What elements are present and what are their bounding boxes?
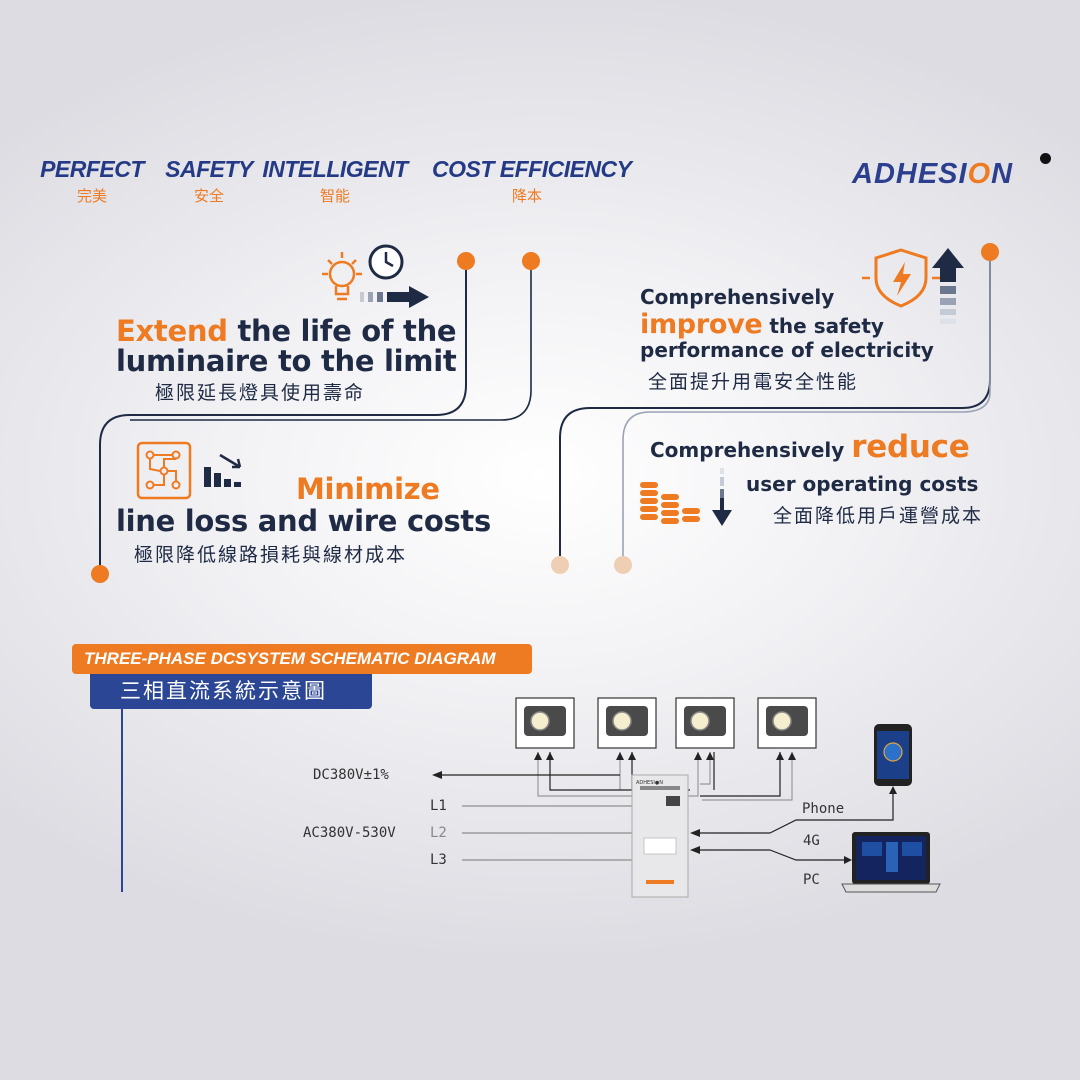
slogan-zh: 降本 [511,187,542,205]
improve-accent: improve [640,309,763,340]
luminaire-icon [515,697,575,749]
reduce-line1: Comprehensively reduce [650,429,970,465]
phase-l2-label: L2 [430,825,447,841]
ac-voltage-label: AC380V-530V [303,825,396,841]
slogan-zh: 完美 [76,187,107,205]
reduce-zh: 全面降低用戶運營成本 [773,505,984,527]
lightbulb-clock-icon [322,244,429,308]
extend-accent: Extend [116,314,228,348]
improve-line1: Comprehensively [640,285,835,309]
extend-line2: luminaire to the limit [116,344,457,378]
phase-l3-label: L3 [430,852,447,868]
slogan-intelligent: INTELLIGENT 智能 [262,156,408,206]
network-4g-label: 4G [803,833,820,849]
dc-voltage-label: DC380V±1% [313,767,389,783]
reduce-line2: user operating costs [746,472,979,496]
logo-part: O [967,158,992,190]
logo-dot [1040,153,1051,164]
improve-line2: improve the safety [640,309,884,340]
phone-icon [874,724,912,786]
laptop-icon [841,832,941,893]
luminaire-icon [597,697,657,749]
slogan-zh: 智能 [319,187,350,205]
phase-l1-label: L1 [430,798,447,814]
diagram-title-en: THREE-PHASE DCSYSTEM SCHEMATIC DIAGRAM [72,644,532,674]
node-dot [457,252,475,270]
slogan-en: COST EFFICIENCY [432,156,632,182]
circuit-board-icon [136,441,242,500]
node-dot [551,556,569,574]
luminaire-icon [757,697,817,749]
shield-lightning-icon [862,248,964,324]
minimize-accent: Minimize [296,472,440,506]
slogan-zh: 安全 [193,187,224,205]
slogan-en: SAFETY [165,156,253,182]
luminaire-icon [675,697,735,749]
improve-line3: performance of electricity [640,338,934,362]
pc-label: PC [803,872,820,888]
slogan-perfect: PERFECT 完美 [40,156,144,206]
diagram-title-zh: 三相直流系統示意圖 [90,674,372,709]
brand-logo: ADHESION [852,158,1013,191]
minimize-line2: line loss and wire costs [116,504,491,538]
node-dot [981,243,999,261]
reduce-prefix: Comprehensively [650,438,852,462]
minimize-zh: 極限降低線路損耗與線材成本 [134,544,408,566]
phone-label: Phone [802,801,845,817]
logo-part: ADHESI [852,158,968,190]
coins-icon [640,468,732,526]
logo-part: N [991,158,1014,190]
slogan-en: PERFECT [40,156,144,182]
cabinet-brand-label: ADHESI●N [636,780,663,786]
slogan-en: INTELLIGENT [262,156,408,182]
improve-rest: the safety [762,314,884,338]
extend-line1: the life of the [227,314,457,348]
improve-zh: 全面提升用電安全性能 [648,371,859,393]
slogan-safety: SAFETY 安全 [165,156,253,206]
extend-zh: 極限延長燈具使用壽命 [155,382,366,404]
node-dot [522,252,540,270]
reduce-accent: reduce [851,429,970,465]
extend-heading: Extend the life of the [116,314,457,348]
node-dot [91,565,109,583]
node-dot [614,556,632,574]
slogan-cost-efficiency: COST EFFICIENCY 降本 [432,156,632,206]
